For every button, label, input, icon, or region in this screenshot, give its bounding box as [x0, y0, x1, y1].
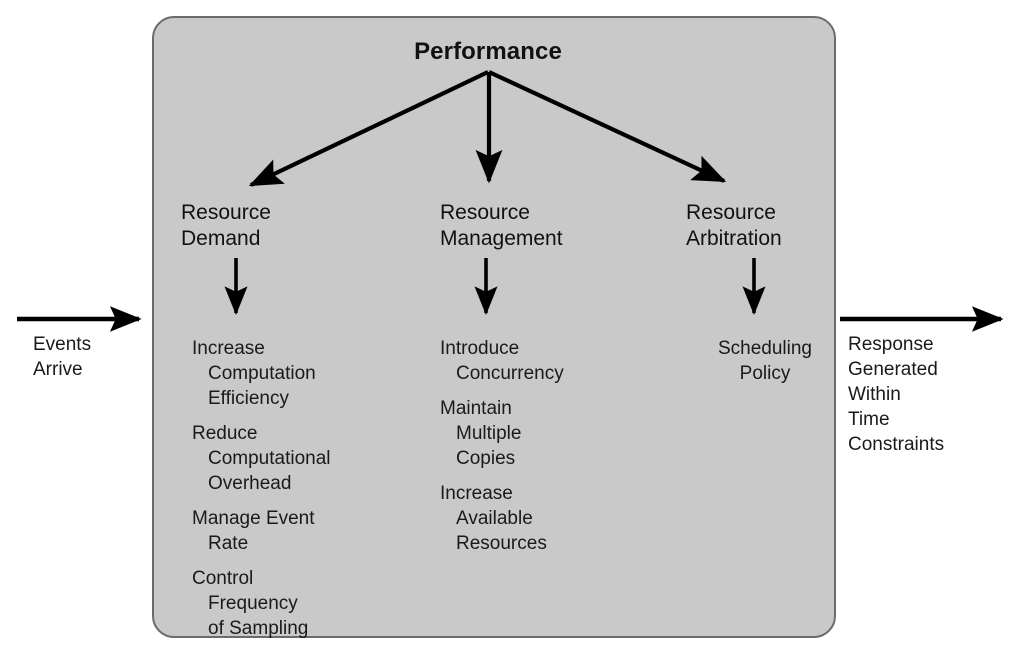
output-caption: Response Generated Within Time Constrain…	[848, 334, 945, 455]
list-item: Scheduling Policy	[717, 338, 813, 384]
input-caption: Events Arrive	[33, 334, 92, 380]
list-item: Maintain Multiple Copies	[440, 398, 522, 469]
list-item: Increase Computation Efficiency	[192, 338, 316, 409]
branch-resource-management: Resource Management Introduce Concurrenc…	[440, 200, 655, 554]
list-item: Manage Event Rate	[192, 508, 315, 554]
branch-resource-arbitration: Resource Arbitration Scheduling Policy	[686, 200, 846, 384]
branch-header-resource-demand: Resource Demand	[181, 201, 271, 250]
branch-items-resource-demand: Increase Computation Efficiency Reduce C…	[192, 336, 402, 651]
branch-items-resource-arbitration: Scheduling Policy	[620, 336, 910, 396]
list-item: Introduce Concurrency	[440, 338, 564, 384]
branch-header-resource-management: Resource Management	[440, 201, 563, 250]
branch-items-resource-management: Introduce Concurrency Maintain Multiple …	[440, 336, 650, 566]
list-item: Increase Available Resources	[440, 483, 547, 554]
page-title: Performance	[414, 38, 562, 65]
branch-resource-demand: Resource Demand Increase Computation Eff…	[181, 200, 396, 639]
list-item: Reduce Computational Overhead	[192, 423, 331, 494]
branch-header-resource-arbitration: Resource Arbitration	[686, 201, 782, 250]
list-item: Control Frequency of Sampling	[192, 568, 309, 639]
